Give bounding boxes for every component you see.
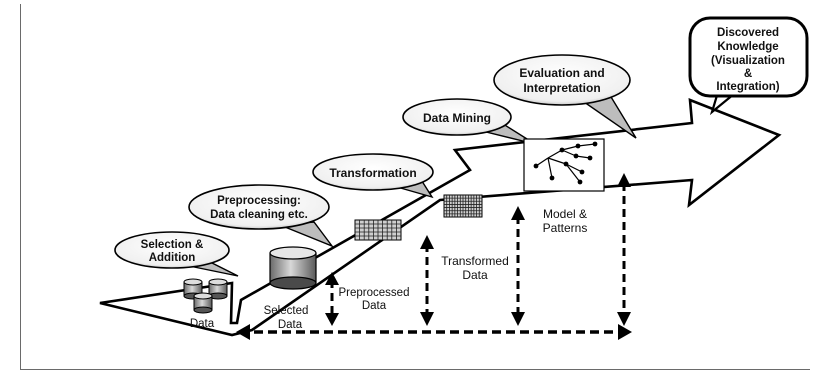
bubble-mining-line1: Data Mining [423, 111, 491, 125]
arrowhead-transformed-up [420, 235, 434, 249]
bubble-knowledge-line4: & [744, 68, 752, 80]
bubble-preprocessing: Preprocessing: Data cleaning etc. [188, 184, 335, 248]
label-data: Data [190, 318, 215, 330]
label-model-line1: Model & [543, 207, 587, 221]
baseline-arrow-left [236, 324, 250, 340]
label-preprocessed-line1: Preprocessed [339, 287, 410, 299]
bubble-transformation-line1: Transformation [329, 166, 416, 180]
bubble-transformation: Transformation [312, 153, 434, 199]
arrowhead-model-down [617, 312, 631, 326]
dashed-verticals [330, 183, 626, 318]
bubble-selection-line1: Selection & [141, 239, 204, 251]
bubble-preprocessing-line2: Data cleaning etc. [210, 209, 308, 221]
bubble-preprocessing-line1: Preprocessing: [217, 195, 301, 207]
bubble-selection: Selection & Addition [114, 231, 239, 277]
bubble-mining: Data Mining [402, 98, 536, 145]
figure-frame [20, 4, 810, 370]
bubble-knowledge: Discovered Knowledge (Visualization & In… [688, 16, 809, 116]
arrowhead-model-up [617, 173, 631, 187]
label-preprocessed-line2: Data [362, 300, 387, 312]
preprocessed-data-grid-icon [354, 219, 402, 241]
bubble-evaluation: Evaluation and Interpretation [493, 54, 637, 139]
bubble-knowledge-line1: Discovered [717, 27, 779, 39]
arrowhead-preprocessed-down [325, 313, 339, 326]
bubble-selection-line2: Addition [149, 252, 196, 264]
label-transformed-line1: Transformed [441, 254, 509, 268]
process-arrow [99, 98, 782, 337]
bubble-knowledge-line5: Integration) [716, 81, 779, 93]
data-cylinders-icon [183, 278, 228, 314]
baseline-arrow-right [618, 324, 632, 340]
selected-data-cylinder-icon [269, 246, 317, 290]
label-selected-line2: Data [278, 319, 303, 331]
bubble-knowledge-line2: Knowledge [717, 41, 778, 53]
arrowhead-transformed-down [420, 312, 434, 326]
label-model-line2: Patterns [543, 221, 588, 235]
bubble-evaluation-line2: Interpretation [523, 81, 600, 95]
arrowhead-mining-up [511, 206, 525, 220]
bubble-knowledge-line3: (Visualization [711, 55, 785, 67]
arrowhead-preprocessed-up [325, 272, 339, 285]
arrowhead-mining-down [511, 312, 525, 326]
model-patterns-tree-icon [523, 138, 605, 192]
bubble-evaluation-line1: Evaluation and [519, 66, 604, 80]
label-transformed-line2: Data [462, 268, 488, 282]
label-selected-line1: Selected [264, 305, 309, 317]
transformed-data-grid-icon [443, 194, 483, 218]
